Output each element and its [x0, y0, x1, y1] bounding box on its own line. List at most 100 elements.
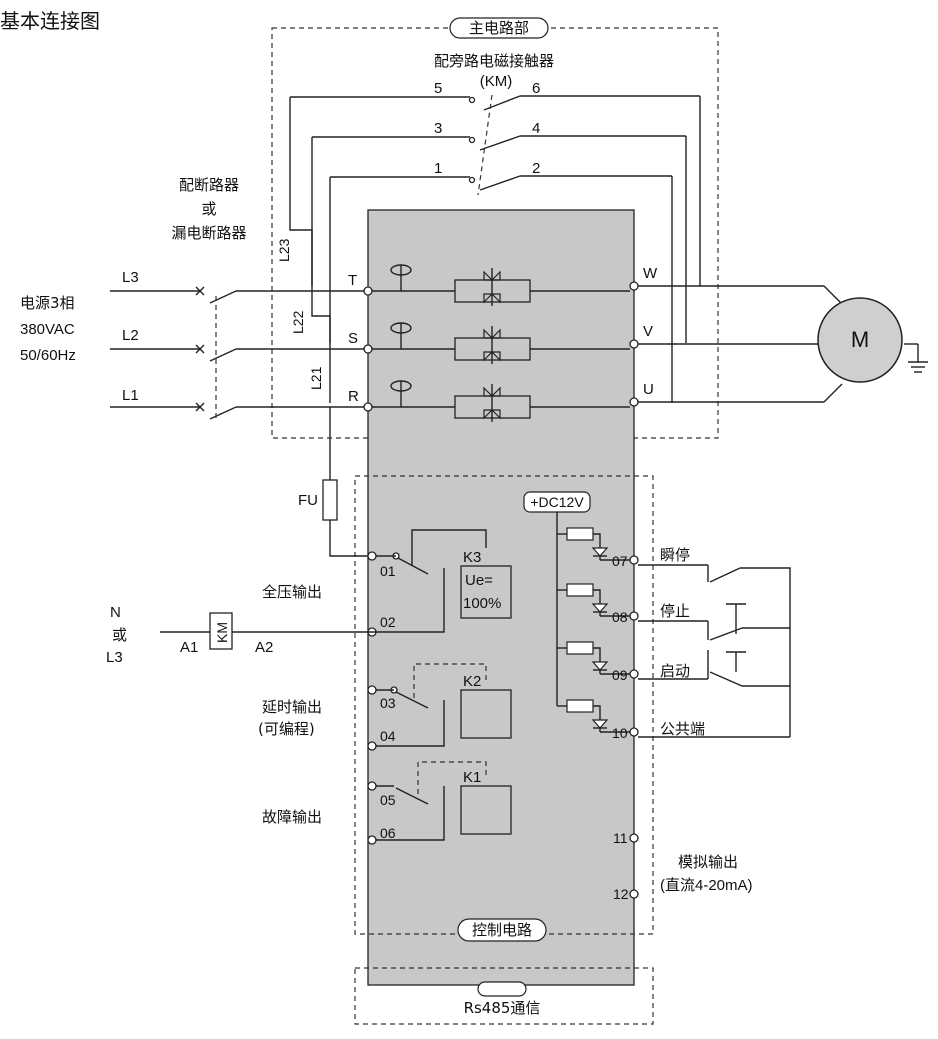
- label-instant-stop: 瞬停: [660, 546, 690, 564]
- terminal-08: [629, 611, 639, 621]
- contact-pin-1: 1: [434, 160, 442, 177]
- terminal-03: [367, 685, 377, 695]
- dc12v-label: +DC12V: [530, 494, 584, 510]
- wire-l22: [311, 137, 331, 343]
- terminal-label-11: 11: [613, 830, 628, 846]
- breaker-label-2: 或: [201, 200, 216, 218]
- terminal-w: [629, 281, 639, 291]
- terminal-06: [367, 835, 377, 845]
- label-common: 公共端: [660, 720, 705, 738]
- phase-label-l3: L3: [122, 269, 139, 286]
- neutral-l3-label: L3: [106, 649, 123, 666]
- label-stop: 停止: [660, 602, 690, 620]
- coil-a2-label: A2: [255, 639, 273, 656]
- wire-label-l22: L22: [290, 310, 306, 334]
- control-circuit-label: 控制电路: [472, 921, 532, 939]
- motor-wiring: [638, 285, 928, 403]
- relay-k1-label: K1: [463, 769, 481, 786]
- terminal-label-01: 01: [380, 563, 396, 579]
- contact-pin-3: 3: [434, 120, 442, 137]
- terminal-label-02: 02: [380, 614, 396, 630]
- terminal-r: [363, 402, 373, 412]
- motor-label: M: [851, 327, 869, 352]
- input-label-t: T: [348, 272, 357, 289]
- input-label-r: R: [348, 388, 359, 405]
- wire-label-l23: L23: [276, 238, 292, 262]
- diagram-title: 基本连接图: [0, 9, 100, 33]
- breaker-label-1: 配断路器: [179, 176, 239, 194]
- terminal-12: [629, 889, 639, 899]
- output-label-v: V: [643, 323, 653, 340]
- terminal-04: [367, 741, 377, 751]
- comm-label: Rs485通信: [464, 999, 541, 1017]
- output-label-w: W: [643, 265, 658, 282]
- neutral-label: N: [110, 604, 121, 621]
- main-circuit-badge: [449, 17, 549, 39]
- km-coil-label: KM: [214, 622, 230, 643]
- control-circuit-badge: [457, 918, 547, 942]
- wire-label-l21: L21: [308, 366, 324, 390]
- supply-label-1: 电源3相: [20, 294, 75, 312]
- contact-pin-4: 4: [532, 120, 540, 137]
- terminal-label-05: 05: [380, 792, 396, 808]
- label-full-voltage: 全压输出: [262, 583, 322, 601]
- relay-k1: [376, 761, 512, 841]
- neutral-or-label: 或: [112, 626, 127, 644]
- terminal-07: [629, 555, 639, 565]
- main-circuit-label: 主电路部: [469, 19, 529, 37]
- wire-l23: [289, 97, 313, 286]
- relay-k2-label: K2: [463, 673, 481, 690]
- terminal-label-06: 06: [380, 825, 396, 841]
- label-analog-range: (直流4-20mA): [660, 877, 753, 894]
- terminal-v: [629, 339, 639, 349]
- rs485-port: [477, 981, 527, 997]
- km-coil: [209, 612, 233, 650]
- terminal-label-08: 08: [612, 609, 628, 625]
- phase-label-l2: L2: [122, 327, 139, 344]
- thyristor-modules: [372, 264, 630, 422]
- terminal-s: [363, 344, 373, 354]
- terminal-label-07: 07: [612, 553, 628, 569]
- input-label-s: S: [348, 330, 358, 347]
- supply-label-2: 380VAC: [20, 321, 75, 338]
- external-switches: [638, 564, 791, 738]
- motor: [817, 297, 903, 383]
- fuse: [322, 479, 338, 521]
- terminal-label-10: 10: [612, 725, 628, 741]
- bypass-contactor-code: (KM): [480, 73, 513, 90]
- output-label-u: U: [643, 381, 654, 398]
- label-delay-programmable: (可编程): [258, 720, 315, 738]
- terminal-11: [629, 833, 639, 843]
- contact-pin-6: 6: [532, 80, 540, 97]
- terminal-label-09: 09: [612, 667, 628, 683]
- contact-pin-5: 5: [434, 80, 442, 97]
- main-circuit-region: [271, 27, 719, 439]
- terminal-label-03: 03: [380, 695, 396, 711]
- breaker-label-3: 漏电断路器: [171, 224, 246, 242]
- bypass-contactor-label: 配旁路电磁接触器: [434, 52, 554, 70]
- coil-a1-label: A1: [180, 639, 198, 656]
- label-analog-output: 模拟输出: [678, 853, 738, 871]
- contact-pin-2: 2: [532, 160, 540, 177]
- terminal-t: [363, 286, 373, 296]
- terminal-05: [367, 781, 377, 791]
- supply-lines: [110, 286, 366, 420]
- comm-region: [354, 967, 654, 1025]
- terminal-10: [629, 727, 639, 737]
- supply-label-3: 50/60Hz: [20, 347, 76, 364]
- fuse-label: FU: [298, 492, 318, 509]
- bypass-contacts: [290, 94, 700, 196]
- label-start: 启动: [660, 662, 690, 680]
- terminal-01: [367, 551, 377, 561]
- terminal-09: [629, 669, 639, 679]
- terminal-u: [629, 397, 639, 407]
- relay-k3-percent: 100%: [463, 595, 501, 612]
- label-delay-output: 延时输出: [262, 698, 322, 716]
- relay-k3: [160, 529, 512, 633]
- relay-k2: [376, 663, 512, 747]
- label-fault-output: 故障输出: [262, 808, 322, 826]
- phase-label-l1: L1: [122, 387, 139, 404]
- input-diode-network: [556, 512, 630, 733]
- relay-k3-label: K3: [463, 549, 481, 566]
- terminal-label-04: 04: [380, 728, 396, 744]
